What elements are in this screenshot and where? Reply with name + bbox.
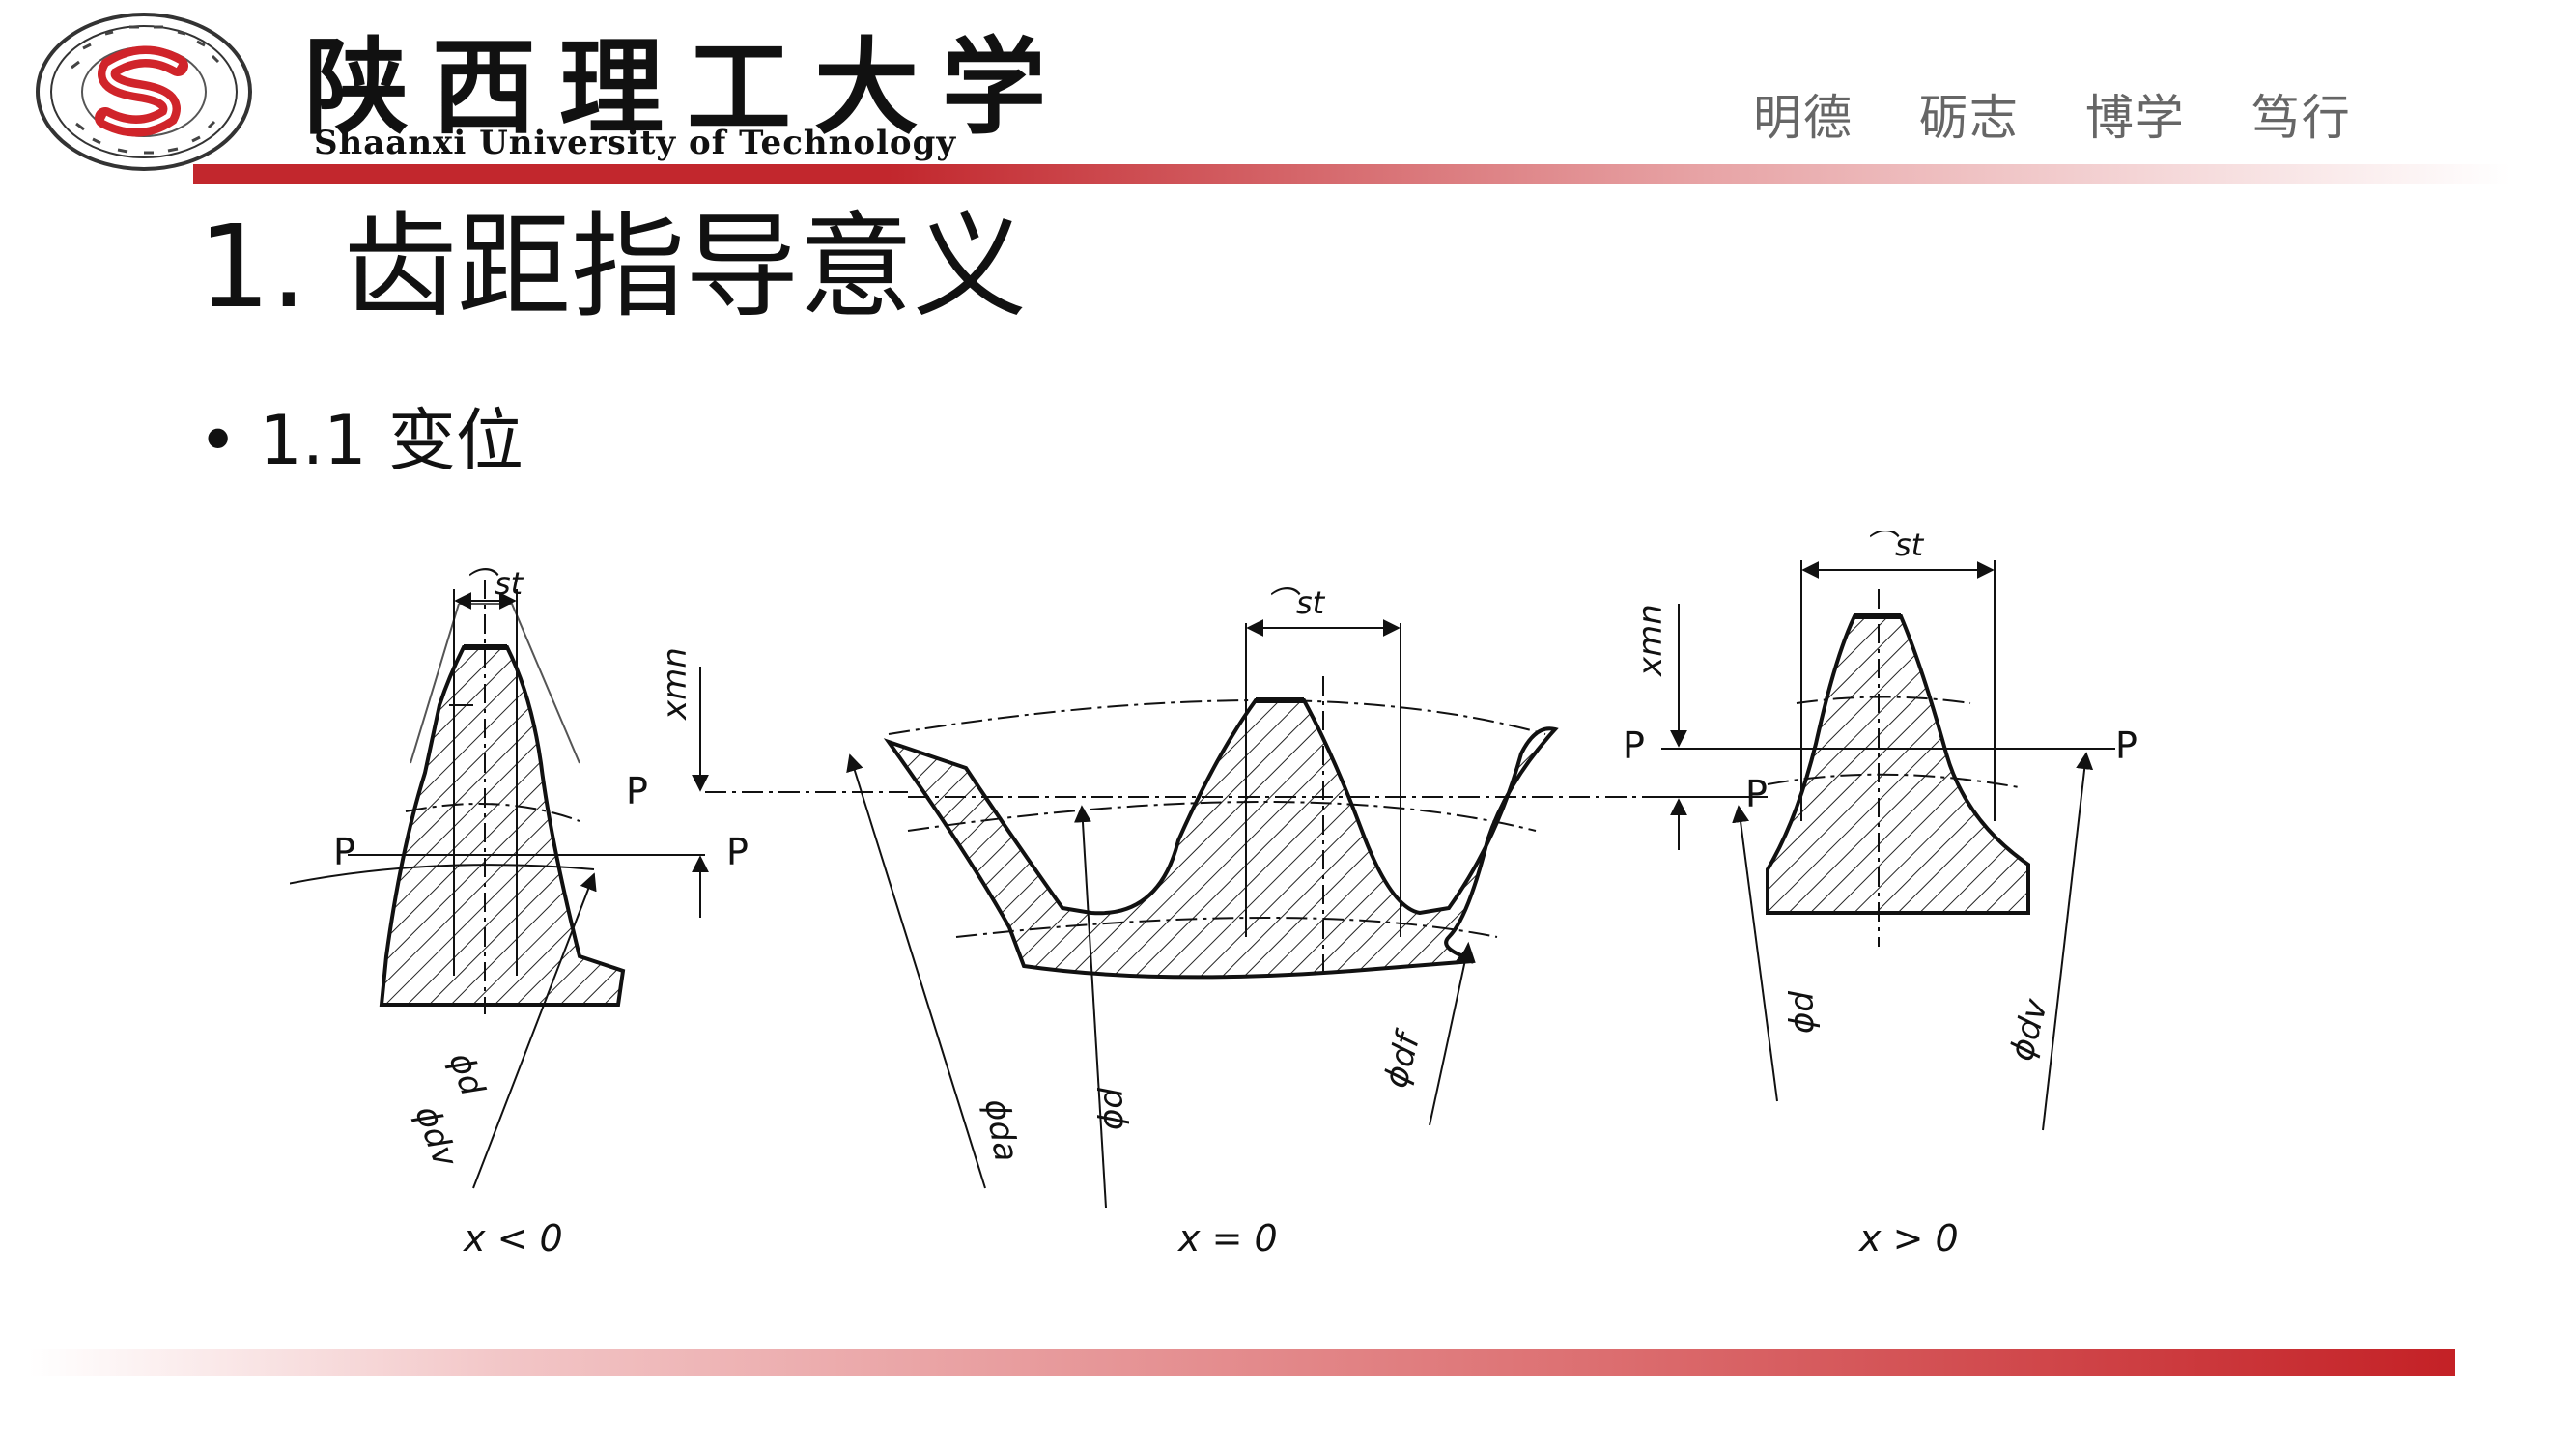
label-dv: ϕdv [408,1100,466,1173]
bullet-text: 1.1 变位 [259,401,524,480]
label-st: ⌒st [1864,531,1925,563]
caption-zero: x = 0 [1177,1217,1278,1260]
label-dv: ϕdv [2002,994,2055,1065]
footer-red-band [29,1349,2455,1376]
pitch-label: P [626,770,648,812]
motto-item: 笃行 [2250,90,2352,146]
label-da: ϕda [977,1096,1026,1165]
label-st: ⌒st [464,565,524,602]
bullet-item: • 1.1 变位 [198,386,524,484]
tooth-negative-shift [290,580,626,1189]
label-xmn: xmn [656,647,694,721]
motto-item: 砺志 [1918,90,2020,146]
pitch-label: P [333,831,355,873]
bullet-marker: • [198,401,239,480]
motto: 明德 砺志 博学 笃行 [1753,79,2400,149]
label-st: ⌒st [1265,584,1326,621]
label-d: ϕd [1783,991,1822,1034]
caption-negative: x < 0 [463,1217,563,1260]
pitch-label: P [2115,724,2137,767]
pitch-label: P [1745,773,1768,815]
university-name-cn: 陕西理工大学 [304,27,1070,149]
gear-tooth-diagram: P P P ⌒st xmn ϕd ϕdv x < 0 ⌒st ϕda ϕd ϕd… [290,531,2137,1260]
tooth-positive-shift [1732,560,2094,1131]
header-red-band [193,164,2511,184]
motto-item: 明德 [1753,90,1854,146]
slide-title: 1. 齿距指导意义 [198,200,1028,333]
pitch-label: P [1623,724,1645,767]
label-xmn: xmn [1631,604,1670,677]
caption-positive: x > 0 [1858,1217,1959,1260]
pitch-label: P [726,831,749,873]
tooth-zero-shift [846,619,1559,1208]
label-df: ϕdf [1376,1025,1429,1092]
motto-item: 博学 [2084,90,2186,146]
university-name-en: Shaanxi University of Technology [314,124,957,162]
label-d: ϕd [1092,1088,1131,1130]
university-seal-icon [36,13,252,171]
label-d: ϕd [441,1047,493,1100]
